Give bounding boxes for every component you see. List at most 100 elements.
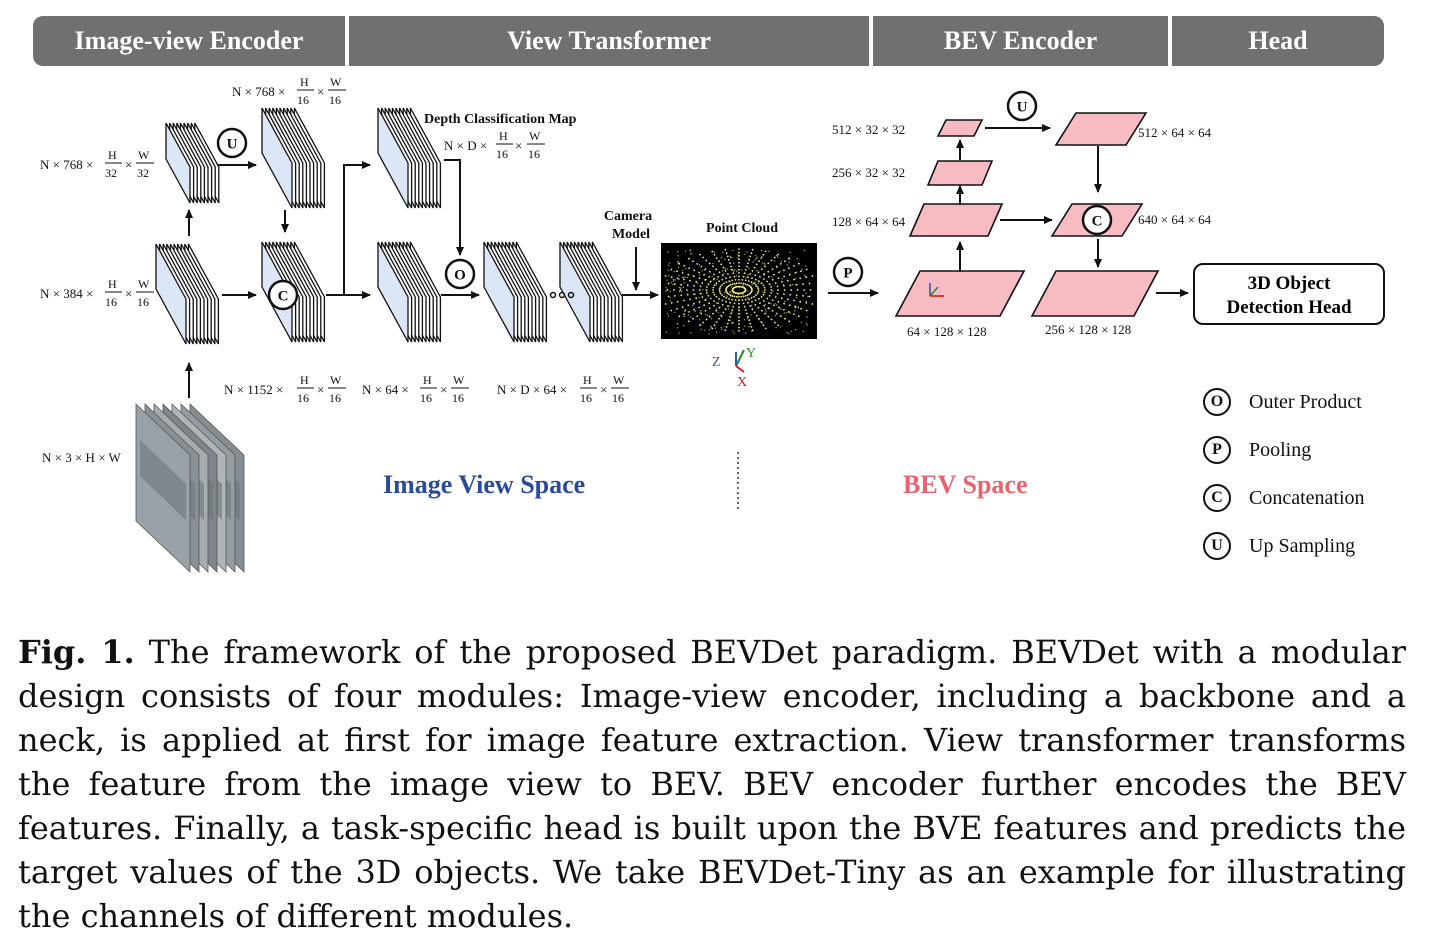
svg-text:×: ×: [440, 382, 447, 397]
legend-item: C Concatenation: [1203, 474, 1365, 522]
point-cloud-label: Point Cloud: [706, 221, 778, 236]
frac-num: H: [108, 148, 117, 162]
outer-product-icon: O: [444, 258, 476, 290]
legend: O Outer Product P Pooling C Concatenatio…: [1203, 378, 1365, 570]
frac-den: 16: [420, 391, 432, 405]
outer-product-icon: O: [1203, 388, 1231, 416]
legend-label: Up Sampling: [1249, 534, 1356, 557]
dim-prefix: N × D × 64 ×: [497, 382, 567, 397]
header-label: Head: [1248, 26, 1308, 55]
feature-stack-enc-low: [165, 122, 220, 204]
dim-prefix: N × 768 ×: [232, 84, 285, 99]
feature-stack-enc-mid: [155, 243, 220, 345]
header-label: Image-view Encoder: [74, 26, 304, 55]
arrow: [326, 161, 371, 296]
bev-axis-glyph: [929, 283, 944, 297]
header-label: View Transformer: [507, 26, 711, 55]
frac-den: 16: [297, 391, 309, 405]
dim-enc-mid: N × 384 × H 16 × W 16: [40, 277, 154, 309]
svg-text:P: P: [843, 266, 852, 282]
concat-icon: C: [267, 279, 299, 311]
frac-den: 16: [580, 391, 592, 405]
svg-text:O: O: [454, 268, 466, 284]
input-image-stack: [135, 403, 245, 573]
dim-prefix: N × D ×: [444, 138, 487, 153]
header-bev-encoder: BEV Encoder: [873, 16, 1168, 66]
frac-num: H: [583, 373, 592, 387]
svg-text:C: C: [1092, 214, 1103, 230]
dim-bev-out: 256 × 128 × 128: [1045, 322, 1131, 337]
arrow: [444, 159, 464, 256]
feature-stack-outer-1: [483, 241, 548, 343]
legend-item: P Pooling: [1203, 426, 1365, 474]
header-label: BEV Encoder: [943, 26, 1098, 55]
frac-num: W: [330, 75, 342, 89]
frac-num: W: [453, 373, 465, 387]
svg-text:×: ×: [317, 84, 324, 99]
camera-model-label-line1: Camera: [604, 209, 652, 224]
dim-enc-low: N × 768 × H 32 × W 32: [40, 148, 154, 180]
frac-num: W: [613, 373, 625, 387]
svg-text:×: ×: [515, 138, 522, 153]
frac-num: H: [499, 129, 508, 143]
axis-z-label: Z: [712, 355, 721, 370]
bev-map-512-32: [936, 119, 984, 137]
frac-den: 16: [105, 295, 117, 309]
dim-bev-256-32: 256 × 32 × 32: [832, 165, 905, 180]
frac-num: W: [138, 277, 150, 291]
dim-bev-up: 512 × 64 × 64: [1138, 125, 1212, 140]
axis-y-label: Y: [746, 346, 756, 361]
frac-den: 16: [452, 391, 464, 405]
legend-item: U Up Sampling: [1203, 522, 1365, 570]
frac-num: H: [300, 373, 309, 387]
legend-label: Pooling: [1249, 438, 1312, 461]
feature-stack-depth: [377, 107, 442, 209]
feature-stack-outer-2: [559, 241, 624, 343]
head-label-line2: Detection Head: [1226, 297, 1351, 318]
point-cloud-image: [661, 243, 817, 339]
head-label-line1: 3D Object: [1248, 273, 1332, 294]
svg-text:×: ×: [125, 157, 132, 172]
camera-model-label-line2: Model: [612, 227, 650, 242]
feature-map-stacks: [155, 107, 624, 345]
dim-context: N × 64 × H 16 × W 16: [362, 373, 469, 405]
axis-x-label: X: [737, 375, 747, 390]
frac-den: 16: [496, 147, 508, 161]
frac-den: 32: [105, 166, 117, 180]
dim-enc-up: N × 768 × H 16 × W 16: [232, 75, 346, 107]
header-image-view-encoder: Image-view Encoder: [33, 16, 345, 66]
concat-icon: C: [1081, 204, 1113, 236]
ellipsis-dots: [549, 291, 575, 299]
image-view-space-label: Image View Space: [383, 470, 586, 499]
frac-den: 16: [528, 147, 540, 161]
svg-text:×: ×: [600, 382, 607, 397]
svg-text:U: U: [1017, 100, 1028, 116]
frac-den: 16: [137, 295, 149, 309]
concatenation-icon: C: [1203, 484, 1231, 512]
dim-prefix: N × 64 ×: [362, 382, 409, 397]
feature-stack-enc-up: [261, 107, 326, 209]
upsample-icon: U: [216, 127, 248, 159]
frac-den: 16: [329, 391, 341, 405]
header-view-transformer: View Transformer: [349, 16, 869, 66]
frac-num: W: [138, 148, 150, 162]
depth-map-label: Depth Classification Map: [424, 112, 577, 127]
frac-den: 16: [612, 391, 624, 405]
frac-num: H: [108, 277, 117, 291]
upsampling-icon: U: [1203, 532, 1231, 560]
frac-num: W: [330, 373, 342, 387]
pooling-icon: P: [832, 256, 864, 288]
dim-bev-128-64: 128 × 64 × 64: [832, 214, 906, 229]
axis-glyph: Z Y X: [712, 346, 756, 390]
dim-bev-512-32: 512 × 32 × 32: [832, 122, 905, 137]
bev-map-up: [1054, 112, 1148, 146]
frac-num: H: [423, 373, 432, 387]
pooling-icon: P: [1203, 436, 1231, 464]
dim-prefix: N × 1152 ×: [224, 382, 283, 397]
detection-head-box: 3D Object Detection Head: [1193, 263, 1385, 325]
svg-text:C: C: [278, 289, 289, 305]
frac-num: H: [300, 75, 309, 89]
caption-label: Fig. 1.: [18, 633, 135, 671]
legend-item: O Outer Product: [1203, 378, 1365, 426]
caption-text: The framework of the proposed BEVDet par…: [18, 633, 1407, 935]
